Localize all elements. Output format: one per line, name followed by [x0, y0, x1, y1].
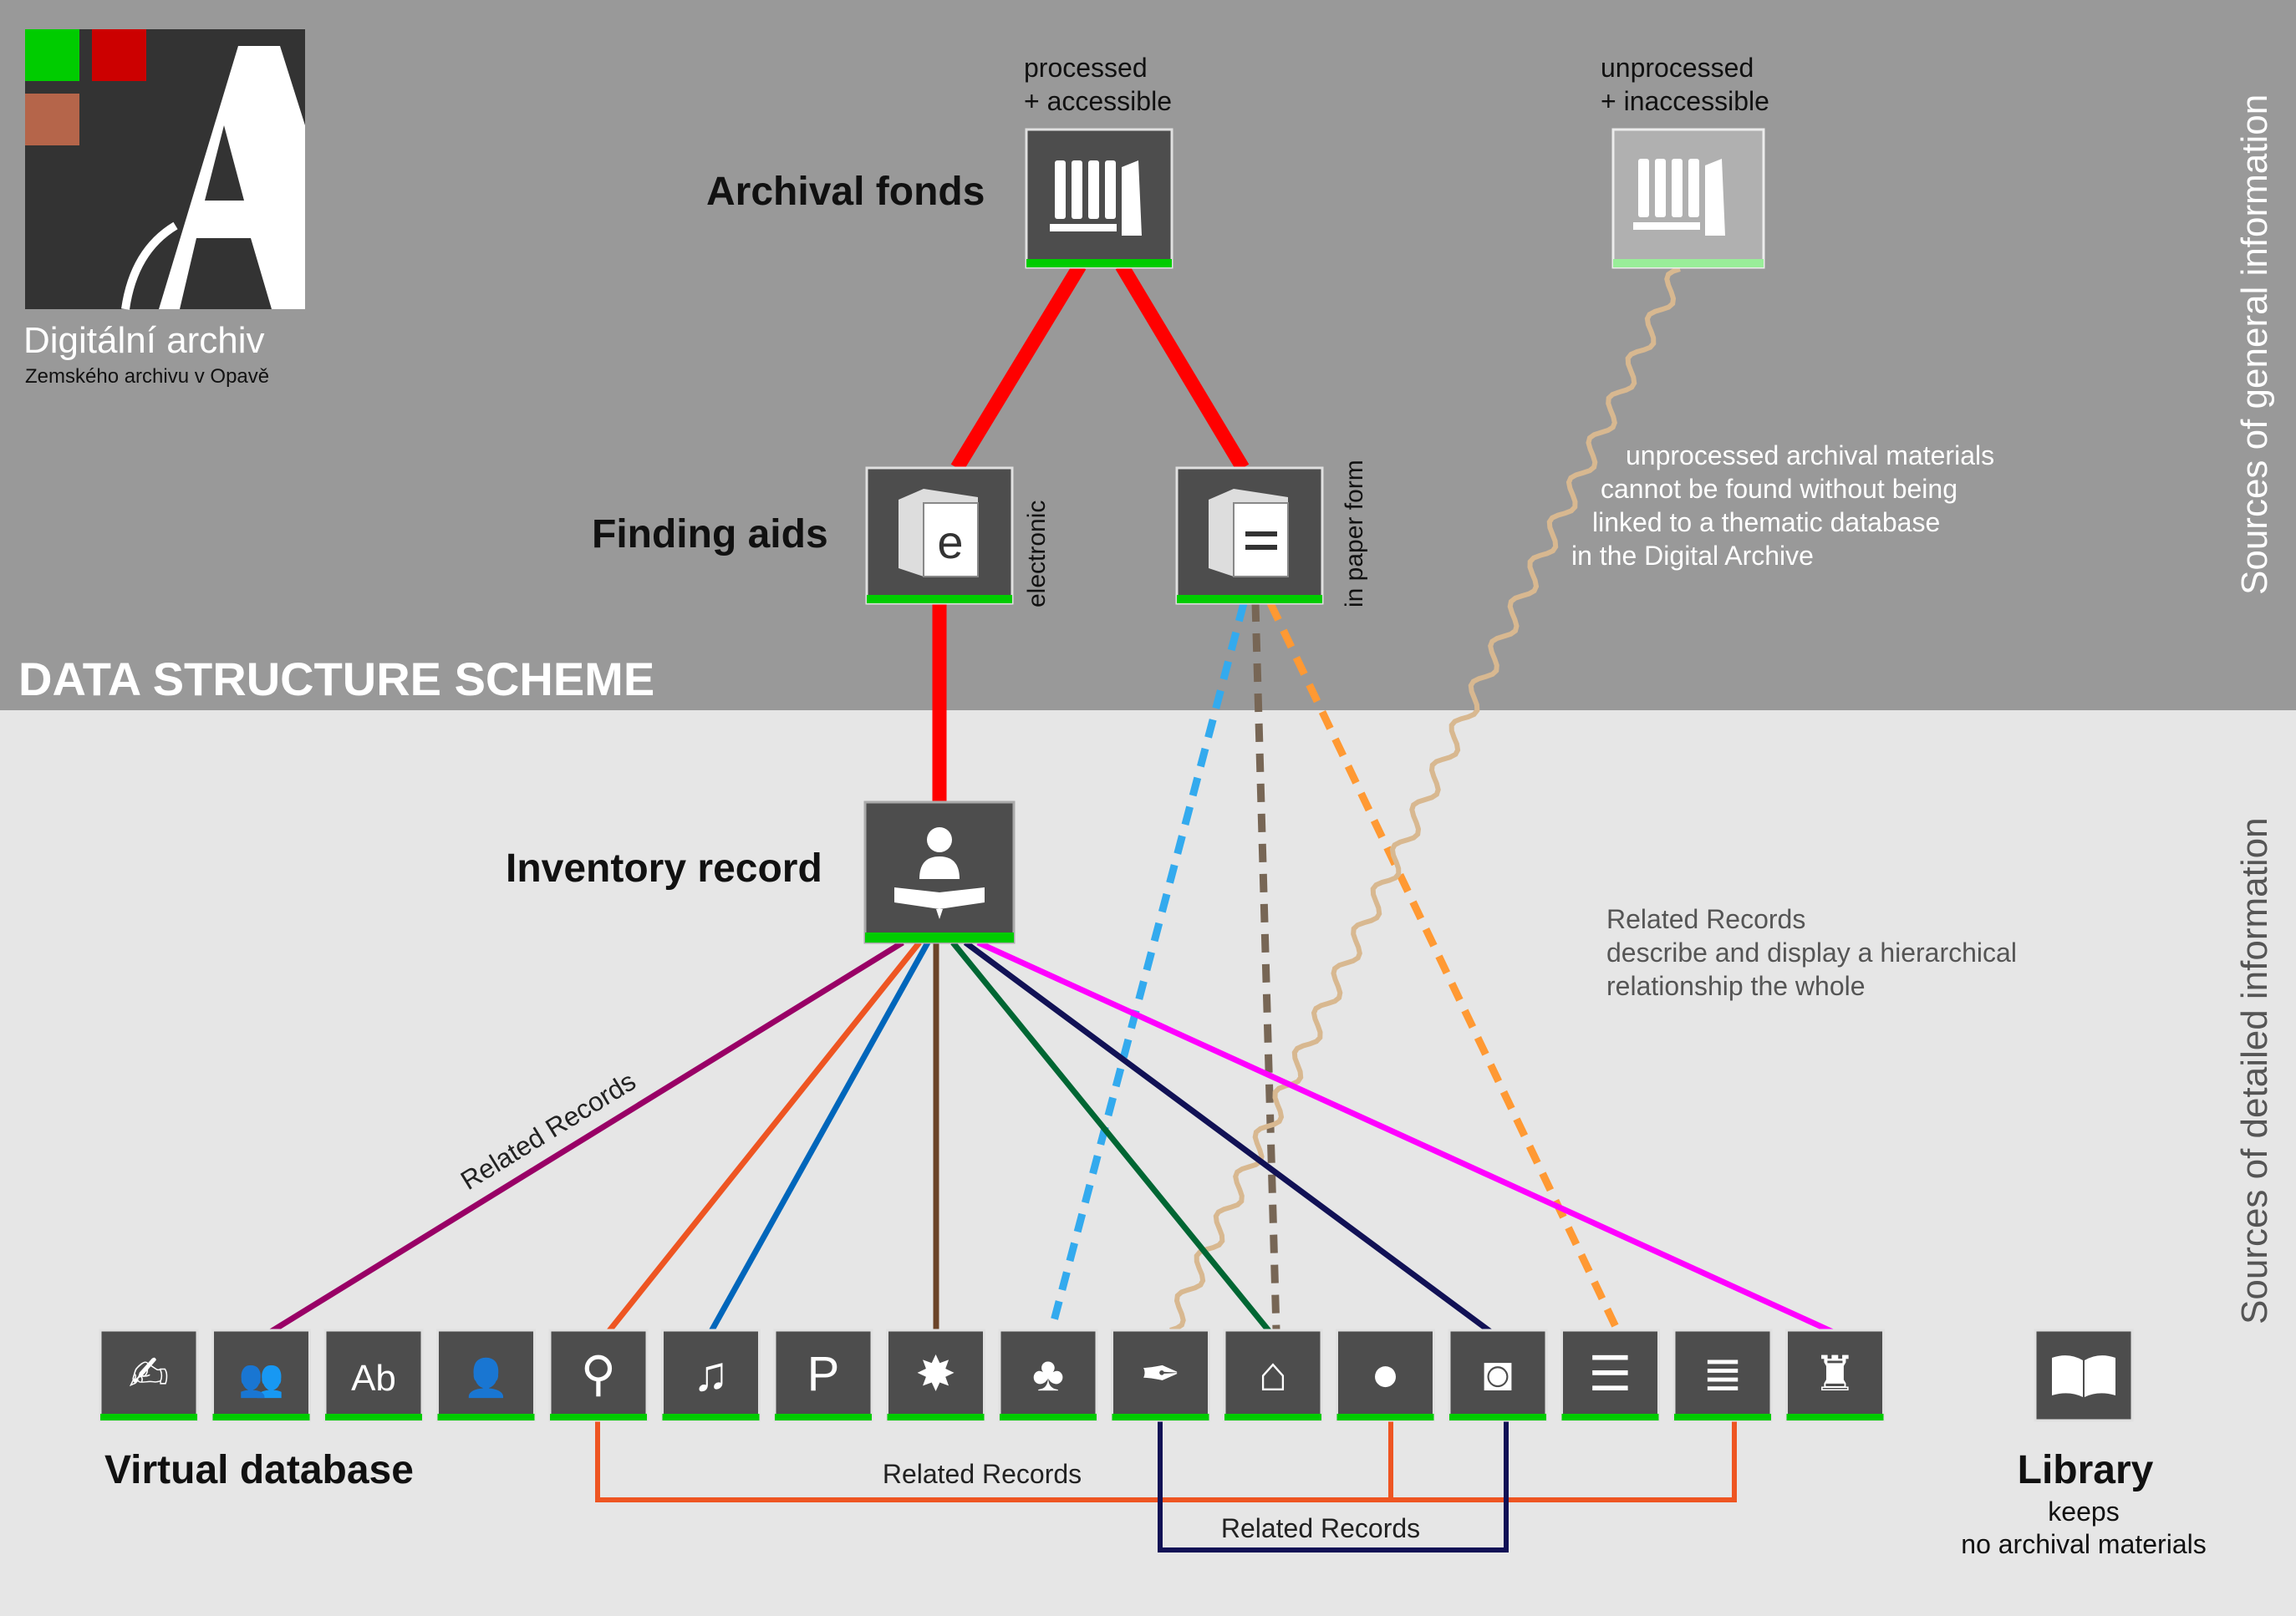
- database-tile-scroll[interactable]: ≣: [1672, 1329, 1773, 1422]
- database-tile-parking-map[interactable]: P: [773, 1329, 873, 1422]
- scheme-title: DATA STRUCTURE SCHEME: [18, 653, 654, 705]
- bottom-related-label-1: Related Records: [883, 1459, 1082, 1489]
- library-section: Library keeps no archival materials: [1961, 1329, 2207, 1559]
- inventory-to-music-line: [707, 941, 931, 1334]
- electronic-glyph: e: [937, 516, 963, 568]
- unprocessed-label: unprocessed: [1601, 53, 1754, 83]
- database-tile-signature[interactable]: ✍: [99, 1329, 199, 1422]
- unprocessed-note: unprocessed archival materials cannot be…: [1571, 440, 1994, 571]
- virtual-database-label: Virtual database: [104, 1448, 414, 1492]
- bottom-navy-bracket: [1158, 1420, 1509, 1552]
- unprocessed-note-line-1: unprocessed archival materials: [1626, 440, 1994, 470]
- connectors: [267, 262, 1836, 1552]
- electronic-finding-aid-tile[interactable]: e: [865, 466, 1014, 605]
- scroll-icon: ≣: [1703, 1347, 1744, 1401]
- inventory-to-farm-line: [950, 940, 1273, 1335]
- database-tile-music-film[interactable]: ♫: [661, 1329, 761, 1422]
- open-book-icon: [2052, 1355, 2115, 1397]
- library-note-line-1: keeps: [2048, 1497, 2119, 1527]
- inventory-record-section: Inventory record: [506, 800, 1016, 944]
- archive-shelf-icon: [1050, 160, 1142, 236]
- inventory-to-camera-line: [963, 940, 1494, 1335]
- inaccessible-label: + inaccessible: [1601, 86, 1769, 116]
- database-tile-town[interactable]: ♜: [1785, 1329, 1885, 1422]
- database-tile-bell[interactable]: ●: [1336, 1329, 1435, 1422]
- virtual-database-icons: ✍ 👥 Ab 👤 ⚲ ♫ P ✸ ♣ ✒ ⌂ ● ◙ ☰ ≣ ♜: [99, 1329, 1885, 1422]
- signature-icon: ✍: [129, 1347, 170, 1401]
- unprocessed-wavy-line: [1169, 267, 1681, 1333]
- side-label-general: Sources of general information: [2234, 94, 2275, 595]
- paper-finding-aid-tile[interactable]: [1175, 466, 1324, 605]
- seal-stamp-icon: ⚲: [581, 1347, 616, 1401]
- camera-icon: ◙: [1483, 1347, 1512, 1401]
- documents-icon: ☰: [1589, 1347, 1632, 1401]
- library-tile[interactable]: [2034, 1329, 2134, 1422]
- database-tile-tree[interactable]: ♣: [998, 1329, 1098, 1422]
- library-note-line-2: no archival materials: [1961, 1529, 2206, 1559]
- paper-label: in paper form: [1341, 460, 1368, 607]
- archival-fonds-section: processed + accessible Archival fonds un…: [706, 53, 1769, 269]
- logo-title: Digitální archiv: [23, 320, 265, 361]
- unprocessed-fonds-tile[interactable]: [1611, 128, 1765, 269]
- bottom-orange-bracket: [595, 1420, 1737, 1502]
- person-icon: 👤: [463, 1357, 509, 1399]
- inventory-record-label: Inventory record: [506, 846, 822, 891]
- database-tile-compass-star[interactable]: ✸: [886, 1329, 985, 1422]
- feather-icon: ✒: [1140, 1347, 1181, 1401]
- book-paper-icon: [1209, 489, 1289, 577]
- electronic-label: electronic: [1023, 501, 1051, 607]
- logo: Digitální archiv Zemského archivu v Opav…: [23, 29, 305, 388]
- archive-shelf-icon-faded: [1633, 159, 1725, 236]
- town-icon: ♜: [1814, 1347, 1857, 1401]
- logo-subtitle: Zemského archivu v Opavě: [25, 365, 269, 388]
- accessible-label: + accessible: [1024, 86, 1172, 116]
- fonds-to-paper-line: [1115, 262, 1250, 472]
- paper-to-farm-dotted: [1251, 602, 1280, 1331]
- paper-to-tree-dotted: [1047, 602, 1248, 1332]
- compass-star-icon: ✸: [915, 1347, 956, 1401]
- tree-icon: ♣: [1032, 1347, 1064, 1401]
- database-tile-persons[interactable]: 👥: [211, 1329, 311, 1422]
- finding-aids-section: Finding aids e electronic in paper form: [592, 460, 1368, 607]
- bottom-related-label-2: Related Records: [1221, 1513, 1420, 1543]
- handwriting-icon: Ab: [351, 1358, 396, 1399]
- unprocessed-note-line-2: cannot be found without being: [1601, 474, 1957, 504]
- related-note-line-3: relationship the whole: [1606, 971, 1866, 1001]
- related-note-line-2: describe and display a hierarchical: [1606, 938, 2017, 968]
- fonds-to-electronic-line: [950, 262, 1087, 472]
- database-tile-handwriting[interactable]: Ab: [323, 1329, 424, 1422]
- processed-label: processed: [1024, 53, 1148, 83]
- related-note-line-1: Related Records: [1606, 904, 1805, 934]
- database-tile-farm-building[interactable]: ⌂: [1223, 1329, 1323, 1422]
- detailed-info-band: [0, 710, 2296, 1616]
- farm-building-icon: ⌂: [1258, 1347, 1287, 1401]
- music-film-icon: ♫: [693, 1347, 730, 1401]
- related-records-note: Related Records describe and display a h…: [1606, 904, 2017, 1001]
- database-tile-camera[interactable]: ◙: [1448, 1329, 1548, 1422]
- bell-icon: ●: [1371, 1347, 1400, 1401]
- inventory-to-town-line: [976, 939, 1836, 1336]
- inventory-to-signature-line: [267, 940, 904, 1335]
- processed-fonds-tile[interactable]: [1025, 128, 1173, 269]
- general-info-band: [0, 0, 2296, 710]
- inventory-record-tile[interactable]: [863, 800, 1016, 944]
- parking-map-icon: P: [807, 1347, 840, 1401]
- database-tile-seal-stamp[interactable]: ⚲: [548, 1329, 649, 1422]
- finding-aids-label: Finding aids: [592, 512, 828, 556]
- database-tile-person[interactable]: 👤: [436, 1329, 536, 1422]
- database-tile-documents[interactable]: ☰: [1560, 1329, 1660, 1422]
- library-label: Library: [2018, 1448, 2154, 1492]
- book-e-icon: e: [899, 489, 979, 577]
- unprocessed-note-line-4: in the Digital Archive: [1571, 541, 1814, 571]
- reader-book-icon: [894, 827, 985, 919]
- inventory-to-seal-line: [605, 940, 922, 1335]
- database-tile-feather[interactable]: ✒: [1111, 1329, 1210, 1422]
- side-label-detailed: Sources of detailed information: [2234, 817, 2275, 1324]
- archival-fonds-label: Archival fonds: [706, 170, 985, 214]
- persons-icon: 👥: [238, 1358, 284, 1399]
- unprocessed-note-line-3: linked to a thematic database: [1592, 507, 1940, 537]
